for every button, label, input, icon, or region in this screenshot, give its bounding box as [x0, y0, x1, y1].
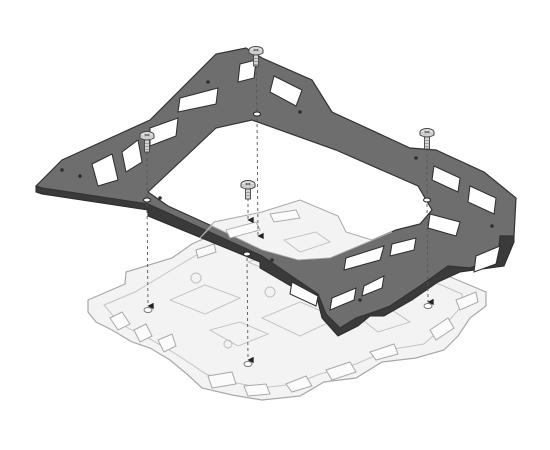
fasteners: [139, 46, 435, 200]
mount-hole-right: [423, 303, 433, 309]
guide-line-center-lower: [246, 257, 254, 364]
adapter-plate: [34, 47, 517, 337]
adapter-plate-holes: [60, 80, 494, 302]
adapter-plate-cutouts: [91, 59, 501, 311]
mount-hole-center: [243, 361, 253, 367]
guide-line-right-lower: [426, 203, 434, 306]
screw-center-icon: [240, 180, 256, 200]
adapter-plate-screw-holes: [143, 111, 431, 257]
screw-left-icon: [139, 131, 155, 153]
base-rack-visible-through-opening: [199, 199, 393, 261]
mount-hole-left: [143, 307, 153, 313]
guide-line-back: [255, 65, 258, 113]
screw-right-icon: [419, 128, 435, 150]
assembly-guide-lines: [146, 65, 434, 364]
guide-line-back-lower: [256, 117, 264, 240]
guide-line-left-lower: [146, 203, 154, 310]
screw-back-icon: [248, 46, 264, 67]
